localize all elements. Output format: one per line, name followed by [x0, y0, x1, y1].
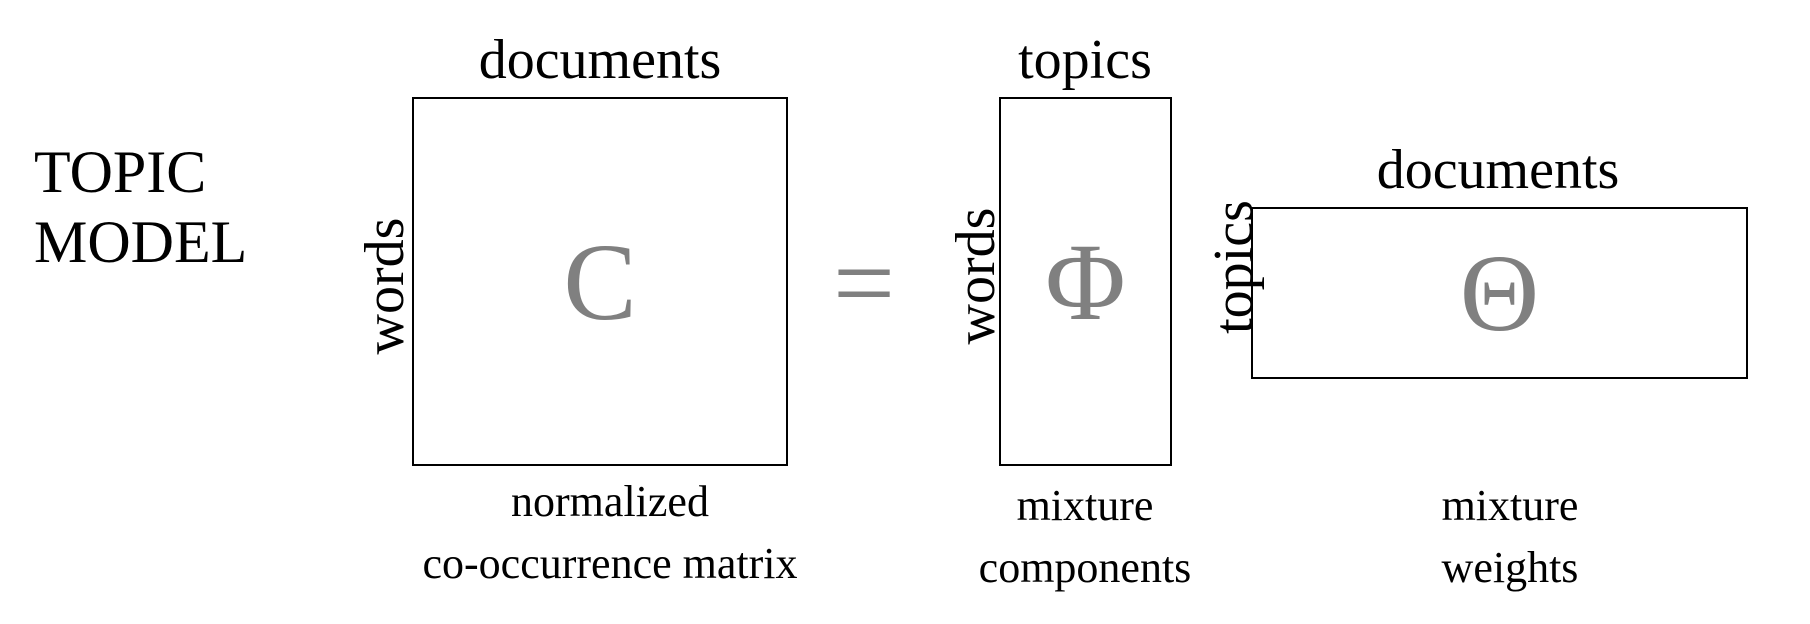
matrix-phi-caption-line-1: mixture — [1016, 481, 1154, 530]
matrix-theta-caption-line-1: mixture — [1441, 481, 1579, 530]
matrix-c-caption-line-2: co-occurrence matrix — [422, 539, 798, 588]
title-line-2: MODEL — [34, 209, 248, 275]
matrix-phi-box: Φ — [999, 97, 1172, 466]
matrix-theta-symbol: Θ — [1459, 232, 1540, 354]
matrix-c-caption-line-1: normalized — [511, 477, 709, 526]
matrix-phi-top-label: topics — [1018, 29, 1152, 91]
matrix-theta-caption-line-2: weights — [1441, 543, 1579, 592]
title-line-1: TOPIC — [34, 139, 207, 205]
matrix-c-box: C — [412, 97, 788, 466]
matrix-c-side-label: words — [354, 217, 416, 355]
matrix-c-symbol: C — [563, 220, 637, 343]
matrix-phi-caption-line-2: components — [978, 543, 1192, 592]
matrix-theta-top-label: documents — [1376, 139, 1620, 201]
matrix-theta-box: Θ — [1251, 207, 1748, 379]
matrix-phi-symbol: Φ — [1045, 220, 1126, 343]
matrix-c-top-label: documents — [478, 29, 722, 91]
equals-sign: = — [833, 222, 896, 344]
